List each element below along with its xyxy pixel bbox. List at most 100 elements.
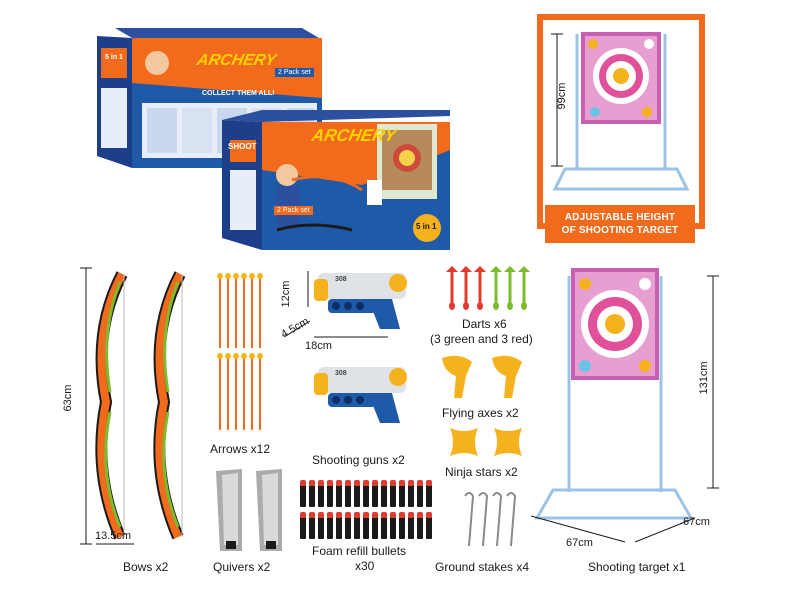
foam-bullet [408,485,414,507]
foam-bullet-tip [354,480,360,486]
guns-label: Shooting guns x2 [312,453,405,467]
foam-bullet-tip [345,512,351,518]
foam-bullet-tip [408,480,414,486]
foam-bullet-tip [399,512,405,518]
foam-bullet-tip [318,480,324,486]
foam-bullet-tip [363,512,369,518]
axes-label: Flying axes x2 [442,406,519,420]
foam-bullet-tip [354,512,360,518]
foam-bullet [399,517,405,539]
foam-bullet [354,517,360,539]
bows-label: Bows x2 [123,560,169,574]
quivers-label: Quivers x2 [213,560,271,574]
foam-bullet-tip [381,512,387,518]
foam-bullet-tip [336,480,342,486]
foam-bullet [327,517,333,539]
bullets-label-line2: x30 [355,559,375,573]
gun2-text: 308 [335,370,347,377]
darts-label-line1: Darts x6 [462,317,507,331]
foam-bullet-tip [318,512,324,518]
box-back-badge: 5 in 1 [105,54,123,61]
package-box-front: SHOOT ARCHERY 2 Pack set 5 in 1 [222,110,450,250]
stars-label: Ninja stars x2 [445,465,518,479]
target-height-dimension: 131cm [698,361,710,395]
callout-height-dimension: 99cm [556,82,568,110]
foam-bullet-tip [309,512,315,518]
foam-bullet-tip [408,512,414,518]
foam-bullet [390,517,396,539]
foam-bullet-tip [381,480,387,486]
ground-stakes-illustration [464,492,517,547]
foam-bullet [417,517,423,539]
foam-bullet [408,517,414,539]
quivers-illustration [216,469,282,551]
foam-bullet [381,485,387,507]
foam-bullet [309,517,315,539]
gun1-text: 308 [335,276,347,283]
foam-bullet [345,517,351,539]
foam-bullet [363,485,369,507]
arrows-illustration [217,273,263,430]
callout-banner-line2: OF SHOOTING TARGET [561,225,679,236]
foam-bullet [300,517,306,539]
flying-axes-illustration [442,355,522,398]
box-back-banner: COLLECT THEM ALL! [202,90,275,97]
foam-bullet-tip [300,512,306,518]
callout-banner-line1: ADJUSTABLE HEIGHT [564,212,676,223]
foam-bullet [354,485,360,507]
box-back-brand: ARCHERY [195,52,278,69]
foam-bullet-tip [426,480,432,486]
foam-bullets-illustration [300,480,432,539]
foam-bullet-tip [363,480,369,486]
box-back-pack: 2 Pack set [275,68,314,77]
bows-width-dimension: 13.5cm [95,530,132,542]
box-front-side: SHOOT [228,142,257,151]
foam-bullet-tip [327,480,333,486]
foam-bullet [336,485,342,507]
target-label: Shooting target x1 [588,560,686,574]
foam-bullet-tip [417,480,423,486]
stakes-label: Ground stakes x4 [435,560,530,574]
callout-banner: ADJUSTABLE HEIGHT OF SHOOTING TARGET [545,205,695,243]
foam-bullet-tip [327,512,333,518]
foam-bullet-tip [372,512,378,518]
shooting-guns-illustration [283,271,407,423]
foam-bullet [372,485,378,507]
box-front-brand: ARCHERY [310,126,398,145]
foam-bullet [318,485,324,507]
callout-target-illustration [551,32,690,191]
foam-bullet [336,517,342,539]
foam-bullet-tip [390,512,396,518]
foam-bullet [372,517,378,539]
bows-height-dimension: 63cm [62,384,74,412]
foam-bullet [318,517,324,539]
target-depth-dimension: 67cm [683,516,710,528]
foam-bullet-tip [399,480,405,486]
foam-bullet-tip [426,512,432,518]
bows-illustration [80,267,186,545]
foam-bullet [399,485,405,507]
arrows-label: Arrows x12 [210,442,271,456]
foam-bullet [417,485,423,507]
foam-bullet [426,485,432,507]
darts-label-line2: (3 green and 3 red) [430,332,533,346]
foam-bullet [381,517,387,539]
foam-bullet [327,485,333,507]
foam-bullet [426,517,432,539]
foam-bullet [363,517,369,539]
foam-bullet-tip [345,480,351,486]
ninja-stars-illustration [450,428,522,456]
foam-bullet-tip [417,512,423,518]
foam-bullet [345,485,351,507]
foam-bullet-tip [372,480,378,486]
foam-bullet-tip [336,512,342,518]
box-front-pack: 2 Pack set [274,206,313,215]
guns-length-dimension: 18cm [305,340,332,352]
foam-bullet [300,485,306,507]
foam-bullet [309,485,315,507]
foam-bullet-tip [300,480,306,486]
foam-bullet-tip [309,480,315,486]
guns-height-dimension: 12cm [280,280,292,308]
darts-illustration [446,266,530,310]
shooting-target-illustration [530,268,719,543]
